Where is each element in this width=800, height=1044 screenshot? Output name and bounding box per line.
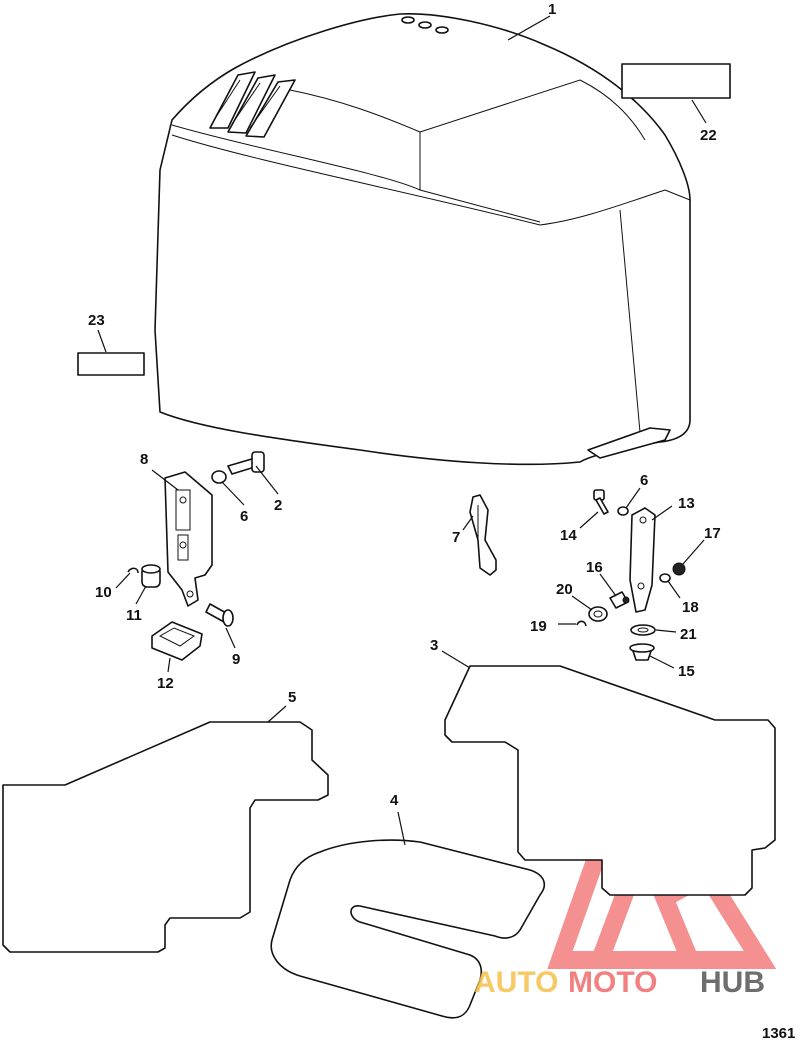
callout-11: 11 xyxy=(126,607,142,624)
stud-16 xyxy=(609,591,630,609)
callout-6-left: 6 xyxy=(240,508,248,525)
lock-washer-6-left xyxy=(211,470,227,484)
callout-18: 18 xyxy=(682,599,699,616)
watermark-text: AUTO MOTO HUB xyxy=(474,966,765,999)
callout-5: 5 xyxy=(288,689,296,706)
callout-20: 20 xyxy=(556,581,573,598)
watermark-part-1: AUTO xyxy=(474,966,558,999)
washer-21 xyxy=(630,624,656,636)
leader-lines xyxy=(97,15,707,846)
callout-7: 7 xyxy=(452,529,460,546)
foam-3 xyxy=(444,665,776,896)
callout-2: 2 xyxy=(274,497,282,514)
foam-5 xyxy=(2,721,329,953)
callout-16: 16 xyxy=(586,559,603,576)
foam-4 xyxy=(270,839,546,1019)
bolt-2 xyxy=(227,451,265,475)
nut-17 xyxy=(672,562,686,576)
clip-10 xyxy=(127,567,139,574)
pad-12 xyxy=(151,621,203,661)
callout-1: 1 xyxy=(548,1,556,18)
callout-6-right: 6 xyxy=(640,472,648,489)
callout-13: 13 xyxy=(678,495,695,512)
callout-15: 15 xyxy=(678,663,695,680)
cowl-vents xyxy=(209,71,296,138)
callout-19: 19 xyxy=(530,618,547,635)
callout-14: 14 xyxy=(560,527,577,544)
pin-9 xyxy=(205,603,234,627)
clip-19 xyxy=(576,620,587,627)
callout-23: 23 xyxy=(88,312,105,329)
spacer-20 xyxy=(588,606,608,622)
grommet-15 xyxy=(629,643,655,661)
bushing-11 xyxy=(141,564,161,588)
screw-14 xyxy=(593,489,609,515)
diagram-id: 1361 xyxy=(762,1025,795,1042)
watermark-part-3: HUB xyxy=(700,966,765,999)
callout-10: 10 xyxy=(95,584,112,601)
bracket-7 xyxy=(469,494,497,576)
cowl-top-holes xyxy=(401,16,449,34)
latch-bracket-8 xyxy=(164,471,213,607)
top-cowl xyxy=(154,13,691,466)
callout-3: 3 xyxy=(430,637,438,654)
watermark-part-2: MOTO xyxy=(568,966,657,999)
decal-23 xyxy=(77,352,145,376)
washer-18 xyxy=(659,573,671,583)
latch-plate-13 xyxy=(629,507,656,613)
callout-12: 12 xyxy=(157,675,174,692)
callout-labels: 1 2 3 4 5 6 6 7 8 9 10 11 12 13 14 15 16… xyxy=(88,1,795,1042)
callout-21: 21 xyxy=(680,626,697,643)
callout-8: 8 xyxy=(140,451,148,468)
cowl-rear-latch xyxy=(587,427,671,459)
callout-22: 22 xyxy=(700,127,717,144)
callout-9: 9 xyxy=(232,651,240,668)
lock-washer-6-right xyxy=(617,506,629,516)
decal-22 xyxy=(621,63,731,99)
callout-17: 17 xyxy=(704,525,721,542)
callout-4: 4 xyxy=(390,792,399,809)
